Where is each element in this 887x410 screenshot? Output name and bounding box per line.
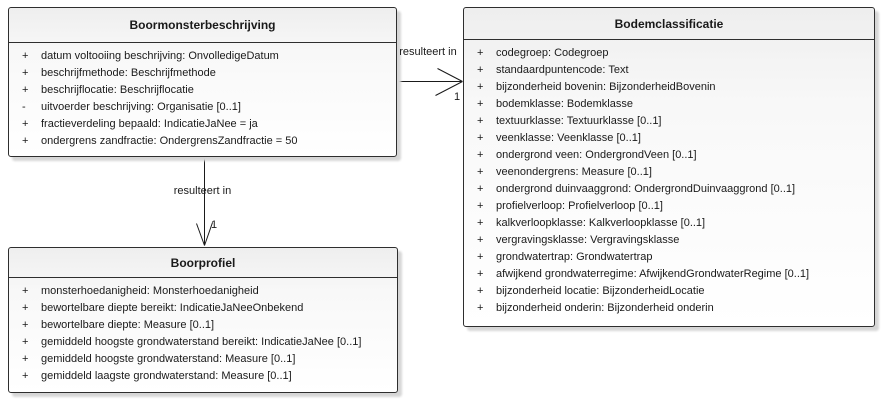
visibility-marker: + (477, 285, 484, 297)
attribute-text: profielverloop: Profielverloop [0..1] (496, 200, 663, 212)
visibility-marker: + (477, 64, 484, 76)
attribute-text: monsterhoedanigheid: Monsterhoedanigheid (41, 285, 259, 297)
attribute-row: + bijzonderheid locatie: BijzonderheidLoc… (477, 283, 868, 300)
class-title: Boorprofiel (9, 248, 397, 278)
attribute-text: veenklasse: Veenklasse [0..1] (496, 132, 641, 144)
attribute-text: beschrijflocatie: Beschrijflocatie (41, 84, 194, 96)
attribute-text: bijzonderheid onderin: Bijzonderheid ond… (496, 302, 714, 314)
attribute-row: + datum voltooiing beschrijving: Onvolled… (22, 48, 390, 65)
attribute-row: + gemiddeld hoogste grondwaterstand berei… (22, 334, 391, 351)
attribute-text: bewortelbare diepte bereikt: IndicatieJa… (41, 302, 304, 314)
class-attributes: + datum voltooiing beschrijving: Onvolled… (9, 43, 396, 156)
visibility-marker: - (22, 101, 26, 113)
visibility-marker: + (22, 135, 29, 147)
attribute-text: bijzonderheid bovenin: BijzonderheidBove… (496, 81, 716, 93)
attribute-text: bodemklasse: Bodemklasse (496, 98, 633, 110)
attribute-row: + veenondergrens: Measure [0..1] (477, 164, 868, 181)
class-box-bodemclassificatie[interactable]: Bodemclassificatie + codegroep: Codegroep… (463, 7, 875, 327)
visibility-marker: + (22, 370, 29, 382)
visibility-marker: + (477, 166, 484, 178)
attribute-row: + codegroep: Codegroep (477, 45, 868, 62)
association-multiplicity: 1 (211, 219, 218, 231)
visibility-marker: + (477, 81, 484, 93)
attribute-row: + profielverloop: Profielverloop [0..1] (477, 198, 868, 215)
class-attributes: + codegroep: Codegroep + standaardpuntencod… (464, 40, 874, 326)
visibility-marker: + (22, 353, 29, 365)
visibility-marker: + (477, 268, 484, 280)
attribute-row: + bewortelbare diepte bereikt: IndicatieJ… (22, 300, 391, 317)
attribute-row: + bodemklasse: Bodemklasse (477, 96, 868, 113)
association-multiplicity: 1 (453, 91, 461, 103)
association-label-resulteert-in: resulteert in (399, 46, 457, 58)
attribute-text: gemiddeld hoogste grondwaterstand bereik… (41, 336, 362, 348)
attribute-text: gemiddeld laagste grondwaterstand: Measu… (41, 370, 292, 382)
attribute-row: + vergravingsklasse: Vergravingsklasse (477, 232, 868, 249)
attribute-text: gemiddeld hoogste grondwaterstand: Measu… (41, 353, 296, 365)
attribute-row: + ondergrond duinvaaggrond: OndergrondDui… (477, 181, 868, 198)
attribute-row: - uitvoerder beschrijving: Organisatie [0… (22, 99, 390, 116)
visibility-marker: + (477, 98, 484, 110)
visibility-marker: + (477, 200, 484, 212)
visibility-marker: + (477, 234, 484, 246)
visibility-marker: + (477, 183, 484, 195)
visibility-marker: + (22, 84, 29, 96)
visibility-marker: + (22, 67, 29, 79)
attribute-row: + gemiddeld hoogste grondwaterstand: Meas… (22, 351, 391, 368)
attribute-row: + standaardpuntencode: Text (477, 62, 868, 79)
visibility-marker: + (22, 302, 29, 314)
attribute-row: + ondergrens zandfractie: OndergrensZandf… (22, 133, 390, 150)
visibility-marker: + (477, 47, 484, 59)
attribute-text: beschrijfmethode: Beschrijfmethode (41, 67, 216, 79)
class-box-boorprofiel[interactable]: Boorprofiel + monsterhoedanigheid: Monste… (8, 247, 398, 393)
visibility-marker: + (477, 217, 484, 229)
attribute-row: + grondwatertrap: Grondwatertrap (477, 249, 868, 266)
class-title: Bodemclassificatie (464, 8, 874, 40)
attribute-text: kalkverloopklasse: Kalkverloopklasse [0.… (496, 217, 706, 229)
attribute-row: + bijzonderheid bovenin: BijzonderheidBov… (477, 79, 868, 96)
attribute-text: vergravingsklasse: Vergravingsklasse (496, 234, 680, 246)
attribute-row: + bijzonderheid onderin: Bijzonderheid on… (477, 300, 868, 317)
attribute-text: fractieverdeling bepaald: IndicatieJaNee… (41, 118, 258, 130)
attribute-row: + fractieverdeling bepaald: IndicatieJaNe… (22, 116, 390, 133)
attribute-text: ondergrond veen: OndergrondVeen [0..1] (496, 149, 697, 161)
attribute-row: + afwijkend grondwaterregime: AfwijkendGr… (477, 266, 868, 283)
attribute-text: uitvoerder beschrijving: Organisatie [0.… (41, 101, 241, 113)
attribute-row: + beschrijfmethode: Beschrijfmethode (22, 65, 390, 82)
attribute-row: + beschrijflocatie: Beschrijflocatie (22, 82, 390, 99)
visibility-marker: + (477, 251, 484, 263)
attribute-row: + kalkverloopklasse: Kalkverloopklasse [0… (477, 215, 868, 232)
class-box-boormonsterbeschrijving[interactable]: Boormonsterbeschrijving + datum voltooiin… (8, 7, 397, 157)
attribute-row: + gemiddeld laagste grondwaterstand: Meas… (22, 368, 391, 385)
attribute-text: afwijkend grondwaterregime: AfwijkendGro… (496, 268, 810, 280)
attribute-text: bewortelbare diepte: Measure [0..1] (41, 319, 215, 331)
attribute-text: codegroep: Codegroep (496, 47, 609, 59)
visibility-marker: + (477, 302, 484, 314)
attribute-row: + textuurklasse: Textuurklasse [0..1] (477, 113, 868, 130)
class-attributes: + monsterhoedanigheid: Monsterhoedanighei… (9, 278, 397, 392)
attribute-row: + ondergrond veen: OndergrondVeen [0..1] (477, 147, 868, 164)
visibility-marker: + (477, 132, 484, 144)
attribute-text: ondergrond duinvaaggrond: OndergrondDuin… (496, 183, 796, 195)
attribute-text: veenondergrens: Measure [0..1] (496, 166, 652, 178)
attribute-row: + monsterhoedanigheid: Monsterhoedanighei… (22, 283, 391, 300)
attribute-text: grondwatertrap: Grondwatertrap (496, 251, 653, 263)
attribute-text: standaardpuntencode: Text (496, 64, 629, 76)
class-title: Boormonsterbeschrijving (9, 8, 396, 43)
visibility-marker: + (477, 115, 484, 127)
attribute-row: + veenklasse: Veenklasse [0..1] (477, 130, 868, 147)
visibility-marker: + (22, 319, 29, 331)
attribute-text: datum voltooiing beschrijving: Onvolledi… (41, 50, 279, 62)
attribute-row: + bewortelbare diepte: Measure [0..1] (22, 317, 391, 334)
visibility-marker: + (22, 336, 29, 348)
attribute-text: ondergrens zandfractie: OndergrensZandfr… (41, 135, 298, 147)
attribute-text: bijzonderheid locatie: BijzonderheidLoca… (496, 285, 705, 297)
attribute-text: textuurklasse: Textuurklasse [0..1] (496, 115, 662, 127)
association-label-resulteert-in: resulteert in (173, 185, 232, 197)
visibility-marker: + (477, 149, 484, 161)
visibility-marker: + (22, 285, 29, 297)
visibility-marker: + (22, 118, 29, 130)
visibility-marker: + (22, 50, 29, 62)
